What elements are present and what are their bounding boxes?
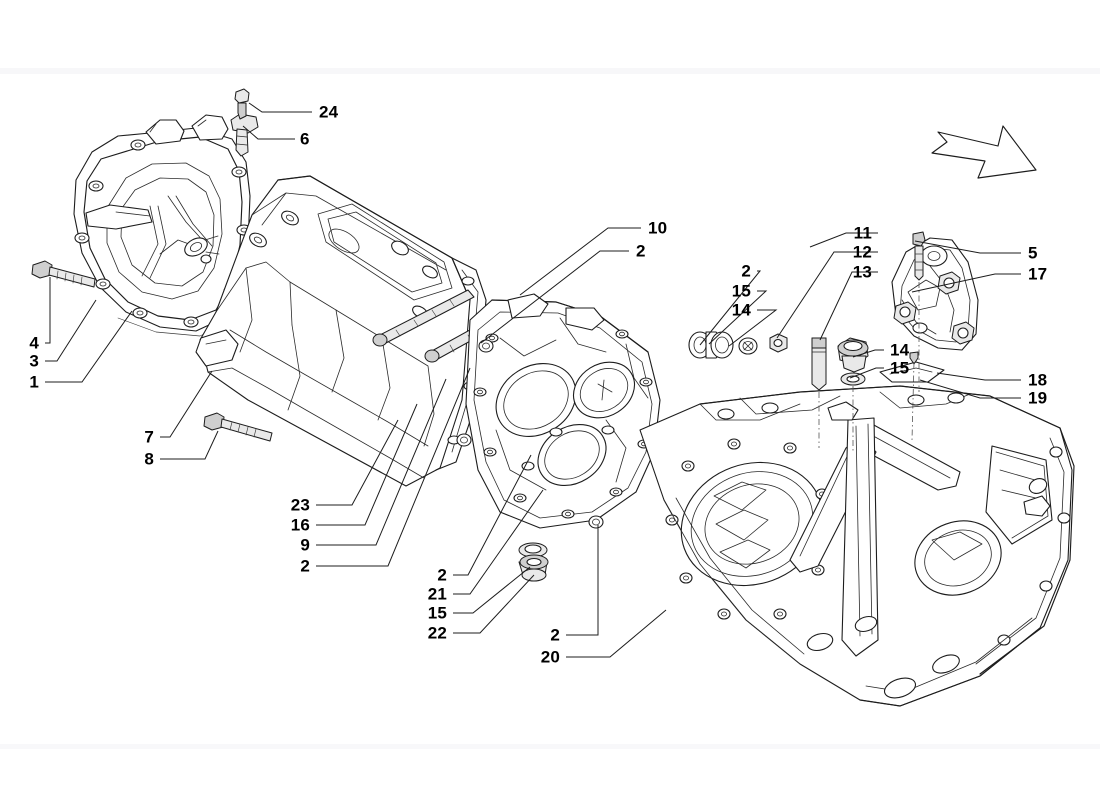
callout-number-4: 4 bbox=[29, 333, 39, 353]
callout-number-15: 15 bbox=[890, 358, 910, 378]
callout-number-23: 23 bbox=[290, 495, 310, 515]
callout-number-10: 10 bbox=[648, 218, 668, 238]
callout-number-6: 6 bbox=[300, 129, 310, 149]
callout-number-16: 16 bbox=[290, 515, 310, 535]
callout-number-14: 14 bbox=[731, 300, 751, 320]
callout-number-3: 3 bbox=[29, 351, 39, 371]
bell-housing-cover-assembly bbox=[73, 114, 252, 337]
callout-number-15: 15 bbox=[731, 281, 751, 301]
view-direction-arrow bbox=[931, 125, 1037, 179]
callout-number-11: 11 bbox=[853, 223, 872, 243]
callout-number-2: 2 bbox=[741, 261, 751, 281]
callout-number-21: 21 bbox=[427, 584, 447, 604]
callout-number-2: 2 bbox=[550, 625, 560, 645]
callout-number-7: 7 bbox=[144, 427, 154, 447]
callout-number-22: 22 bbox=[427, 623, 447, 643]
dowel-sleeve-part-13 bbox=[811, 337, 827, 448]
breather-plug-and-bolt bbox=[230, 88, 259, 157]
callout-number-5: 5 bbox=[1028, 243, 1038, 263]
callout-number-2: 2 bbox=[437, 565, 447, 585]
callout-number-2: 2 bbox=[300, 556, 310, 576]
callout-number-20: 20 bbox=[540, 647, 560, 667]
callout-number-24: 24 bbox=[319, 102, 339, 122]
intermediate-housing bbox=[465, 293, 661, 529]
callout-number-18: 18 bbox=[1028, 370, 1048, 390]
bolt-part-8 bbox=[203, 412, 273, 442]
callout-leader-lines bbox=[45, 102, 1021, 658]
callout-number-2: 2 bbox=[636, 241, 646, 261]
callout-number-13: 13 bbox=[852, 262, 872, 282]
retaining-plate-and-screw bbox=[879, 351, 945, 441]
callout-number-15: 15 bbox=[427, 603, 447, 623]
callout-number-19: 19 bbox=[1028, 388, 1048, 408]
bolt-part-4 bbox=[31, 260, 96, 288]
callout-number-9: 9 bbox=[300, 535, 310, 555]
callout-number-17: 17 bbox=[1028, 264, 1048, 284]
callout-number-12: 12 bbox=[852, 242, 872, 262]
gearbox-housing-right bbox=[639, 385, 1075, 707]
bearing-race-pair-center bbox=[688, 331, 734, 359]
callout-number-14: 14 bbox=[890, 340, 910, 360]
small-seal-rings-center bbox=[456, 339, 604, 529]
callout-number-1: 1 bbox=[29, 372, 39, 392]
callout-number-8: 8 bbox=[144, 449, 154, 469]
washer-part-11 bbox=[738, 337, 758, 355]
nut-part-12 bbox=[769, 333, 788, 353]
